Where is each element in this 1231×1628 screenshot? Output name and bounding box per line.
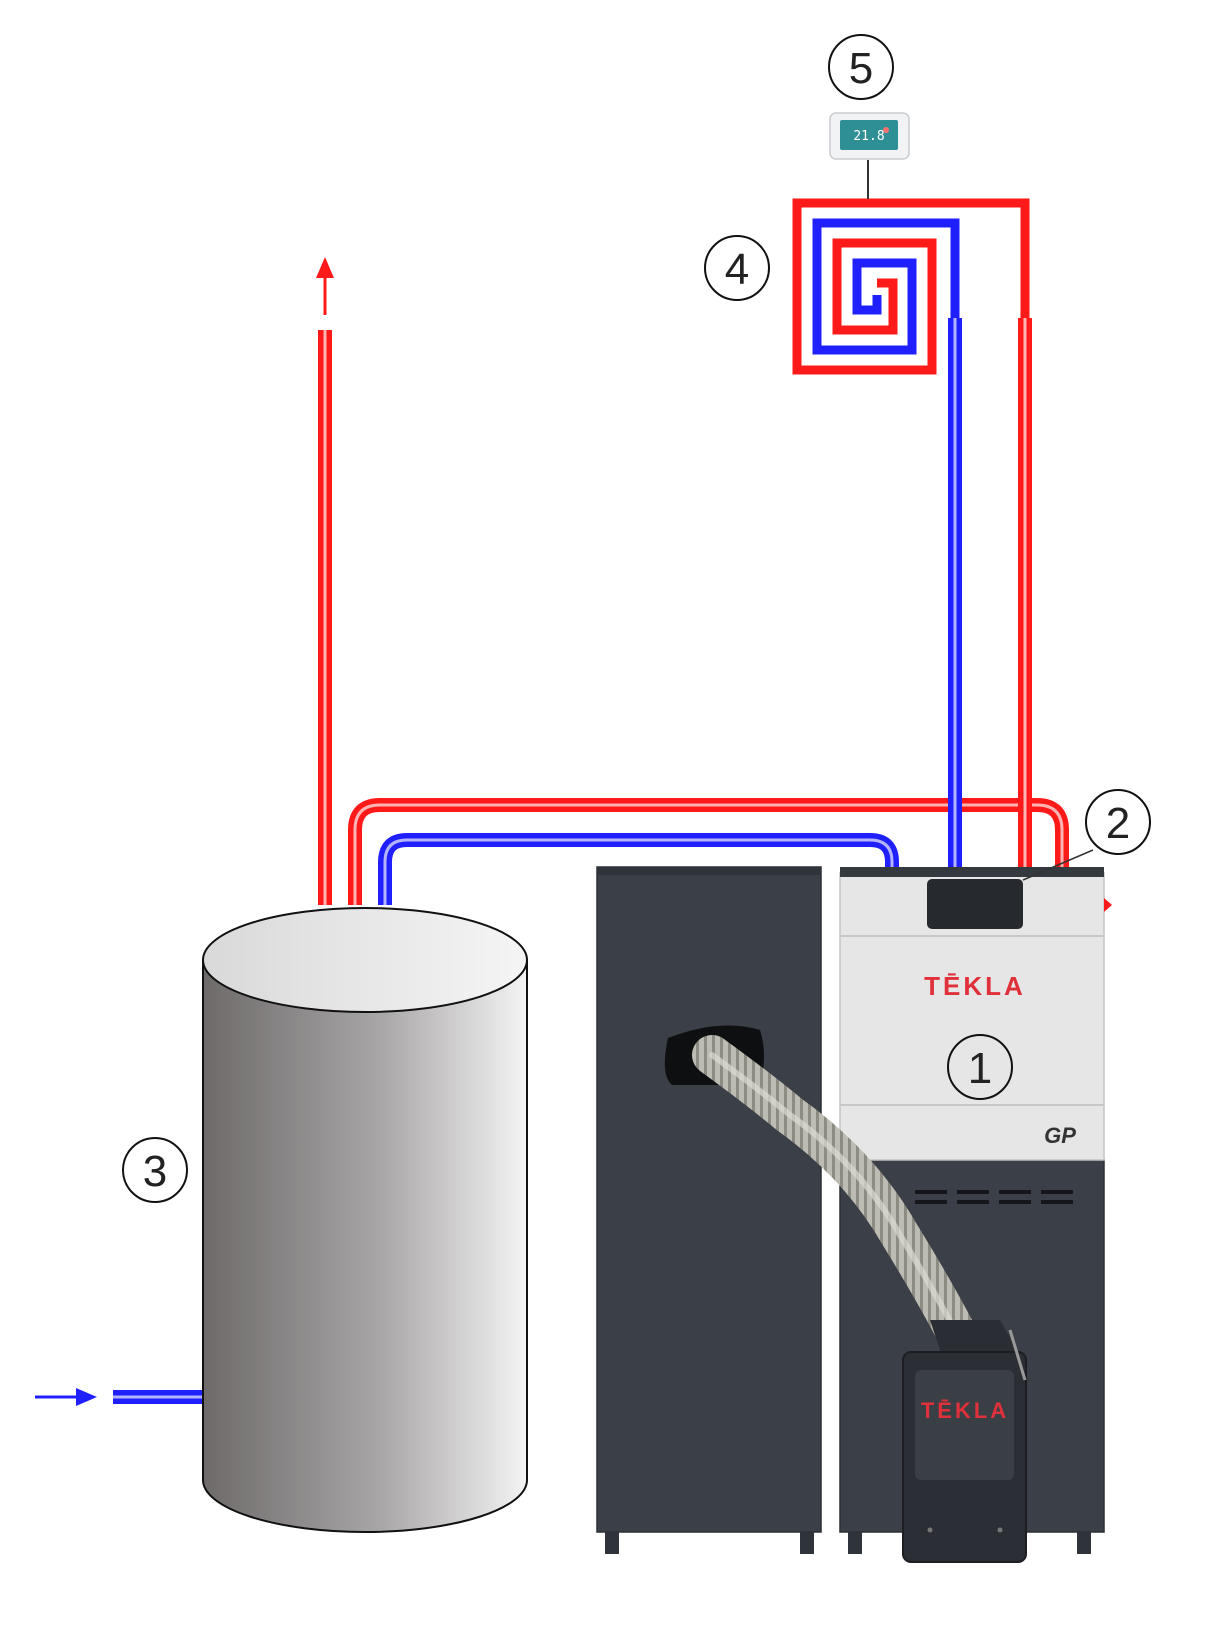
pellet-burner: TĒKLA — [902, 1320, 1027, 1563]
burner-front-panel — [915, 1370, 1014, 1480]
hopper-foot — [605, 1532, 619, 1554]
callout-2-label: 2 — [1106, 799, 1130, 848]
callout-1-label: 1 — [968, 1044, 992, 1093]
boiler-brand-logo: TĒKLA — [924, 971, 1026, 1001]
boiler-top-cover — [840, 867, 1104, 877]
boiler-to-tank-supply-pipe — [348, 798, 1069, 905]
boiler-side-connector — [1104, 898, 1112, 912]
callout-3: 3 — [122, 1137, 188, 1203]
hopper-foot — [800, 1532, 814, 1554]
callout-3-label: 3 — [143, 1147, 167, 1196]
pellet-feed-hose — [692, 1035, 985, 1370]
thermostat-temperature: 21.8 — [853, 129, 884, 144]
callout-1: 1 — [947, 1034, 1013, 1100]
hot-water-outlet-arrow — [316, 257, 334, 315]
callout-2-leader-line — [1022, 849, 1094, 881]
cold-water-inlet-arrow — [35, 1388, 97, 1406]
burner-brand-logo: TĒKLA — [921, 1398, 1009, 1423]
callout-5-label: 5 — [849, 44, 873, 93]
room-thermostat: 21.8 — [829, 112, 910, 199]
underfloor-heating-coil — [792, 198, 1030, 375]
boiler-model-label: GP — [1044, 1123, 1076, 1148]
callout-4-label: 4 — [725, 245, 749, 294]
thermostat-flame-icon — [883, 127, 889, 133]
pellet-hopper — [596, 866, 822, 1554]
boiler-vent-slots — [915, 1190, 1073, 1204]
pipe-network — [35, 257, 1069, 1406]
thermostat-display — [840, 120, 898, 150]
callout-2: 2 — [1022, 789, 1151, 881]
callout-4: 4 — [704, 235, 770, 301]
boiler-control-panel — [927, 879, 1023, 929]
callout-5: 5 — [828, 34, 894, 100]
tank-to-boiler-return-pipe — [378, 833, 899, 905]
boiler-foot — [848, 1532, 862, 1554]
hot-water-tank — [202, 907, 528, 1533]
boiler-foot — [1077, 1532, 1091, 1554]
